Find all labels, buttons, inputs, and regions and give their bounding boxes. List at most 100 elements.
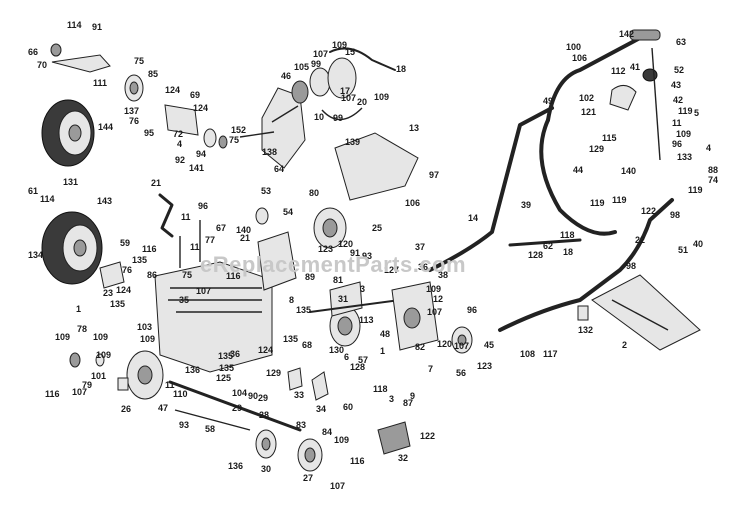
part-label-83: 67 bbox=[216, 223, 226, 233]
part-label-39: 106 bbox=[405, 198, 420, 208]
part-label-147: 135 bbox=[283, 334, 298, 344]
part-label-95: 59 bbox=[120, 238, 130, 248]
part-label-138: 6 bbox=[344, 352, 349, 362]
pulley-45 bbox=[451, 326, 473, 354]
part-label-180: 29 bbox=[232, 403, 242, 413]
part-label-192: 32 bbox=[398, 453, 408, 463]
part-label-24: 105 bbox=[294, 62, 309, 72]
part-label-154: 56 bbox=[456, 368, 466, 378]
wheel-upper-left bbox=[41, 99, 95, 167]
gear-assembly bbox=[164, 104, 228, 149]
part-label-117: 124 bbox=[116, 285, 131, 295]
part-label-35: 109 bbox=[374, 92, 389, 102]
part-label-142: 45 bbox=[484, 340, 494, 350]
part-label-191: 107 bbox=[330, 481, 345, 491]
part-label-82: 40 bbox=[693, 239, 703, 249]
part-label-123: 135 bbox=[110, 299, 125, 309]
part-label-38: 97 bbox=[429, 170, 439, 180]
part-label-87: 11 bbox=[190, 242, 200, 252]
part-label-187: 136 bbox=[228, 461, 243, 471]
part-label-75: 54 bbox=[283, 207, 293, 217]
part-label-165: 128 bbox=[350, 362, 365, 372]
part-label-125: 107 bbox=[427, 307, 442, 317]
part-label-106: 98 bbox=[626, 261, 636, 271]
part-label-157: 101 bbox=[91, 371, 106, 381]
part-label-141: 107 bbox=[454, 341, 469, 351]
part-label-45: 41 bbox=[630, 62, 640, 72]
handle-14 bbox=[428, 106, 554, 272]
block-32 bbox=[377, 421, 411, 455]
gear-27 bbox=[297, 438, 323, 472]
part-label-135: 109 bbox=[140, 334, 155, 344]
part-label-29: 18 bbox=[396, 64, 406, 74]
part-26 bbox=[117, 377, 129, 391]
part-label-27: 109 bbox=[332, 40, 347, 50]
part-label-150: 136 bbox=[185, 365, 200, 375]
part-label-173: 34 bbox=[316, 404, 326, 414]
part-label-76: 25 bbox=[372, 223, 382, 233]
part-label-1: 91 bbox=[92, 22, 102, 32]
part-label-71: 53 bbox=[261, 186, 271, 196]
part-label-85: 21 bbox=[240, 233, 250, 243]
part-label-94: 134 bbox=[28, 250, 43, 260]
part-label-79: 119 bbox=[612, 195, 627, 205]
part-label-111: 116 bbox=[226, 271, 241, 281]
auger-housing bbox=[154, 220, 273, 373]
part-label-15: 152 bbox=[231, 125, 246, 135]
part-label-80: 122 bbox=[641, 206, 656, 216]
part-label-103: 36 bbox=[418, 262, 428, 272]
part-label-113: 89 bbox=[305, 272, 315, 282]
part-label-56: 109 bbox=[676, 129, 691, 139]
part-label-153: 7 bbox=[428, 364, 433, 374]
transmission bbox=[309, 281, 401, 347]
part-label-176: 87 bbox=[403, 398, 413, 408]
part-label-168: 104 bbox=[232, 388, 247, 398]
part-label-48: 49 bbox=[543, 96, 553, 106]
part-label-50: 42 bbox=[673, 95, 683, 105]
part-label-108: 76 bbox=[122, 265, 132, 275]
part-label-67: 131 bbox=[63, 177, 78, 187]
part-label-65: 119 bbox=[688, 185, 703, 195]
part-label-115: 3 bbox=[360, 284, 365, 294]
part-label-58: 129 bbox=[589, 144, 604, 154]
part-label-164: 33 bbox=[294, 390, 304, 400]
part-label-91: 18 bbox=[563, 247, 573, 257]
part-label-188: 30 bbox=[261, 464, 271, 474]
part-label-52: 119 bbox=[678, 106, 693, 116]
part-label-37: 13 bbox=[409, 123, 419, 133]
part-label-134: 109 bbox=[93, 332, 108, 342]
part-label-9: 137 bbox=[124, 106, 139, 116]
part-label-104: 38 bbox=[438, 270, 448, 280]
deflector-13 bbox=[334, 132, 419, 201]
part-label-143: 108 bbox=[520, 349, 535, 359]
part-label-186: 122 bbox=[420, 431, 435, 441]
part-label-4: 75 bbox=[134, 56, 144, 66]
part-label-121: 109 bbox=[426, 284, 441, 294]
control-knob bbox=[609, 47, 661, 161]
part-label-177: 9 bbox=[410, 391, 415, 401]
chute-2 bbox=[591, 274, 701, 351]
part-label-100: 93 bbox=[362, 251, 372, 261]
part-label-152: 1 bbox=[380, 346, 385, 356]
part-label-122: 1 bbox=[76, 304, 81, 314]
part-label-13: 72 bbox=[173, 129, 183, 139]
part-label-137: 130 bbox=[329, 345, 344, 355]
part-label-178: 93 bbox=[179, 420, 189, 430]
part-label-70: 143 bbox=[97, 196, 112, 206]
part-label-93: 51 bbox=[678, 245, 688, 255]
part-label-2: 66 bbox=[28, 47, 38, 57]
part-label-8: 69 bbox=[190, 90, 200, 100]
part-label-5: 85 bbox=[148, 69, 158, 79]
part-label-166: 11 bbox=[165, 380, 175, 390]
part-label-60: 4 bbox=[706, 143, 711, 153]
part-label-74: 80 bbox=[309, 188, 319, 198]
frame-plate bbox=[391, 281, 439, 351]
part-label-11: 124 bbox=[193, 103, 208, 113]
belt-cover bbox=[239, 87, 306, 169]
part-label-174: 118 bbox=[373, 384, 388, 394]
part-label-22: 64 bbox=[274, 164, 284, 174]
part-label-92: 22 bbox=[635, 235, 645, 245]
part-label-63: 88 bbox=[708, 165, 718, 175]
handle-49 bbox=[539, 29, 661, 236]
part-label-32: 20 bbox=[357, 97, 367, 107]
